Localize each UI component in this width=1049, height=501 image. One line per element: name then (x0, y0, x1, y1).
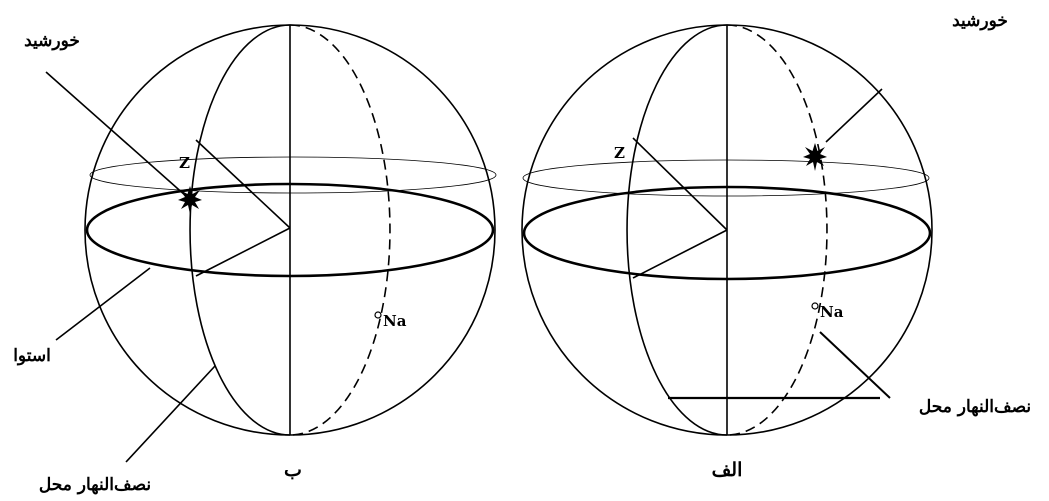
zenith-label-b: Z (179, 154, 190, 172)
sun-leader-line-a (825, 88, 883, 143)
sun-path-circle-b (89, 156, 497, 194)
meridian-back-arc-b (289, 24, 391, 436)
meridian-leader-line-a (819, 331, 891, 399)
meridian-label-b: نصف‌النهار محل (39, 475, 151, 495)
meridian-back-arc-a (726, 24, 828, 436)
lower-line-a (632, 229, 728, 279)
caption-a: الف (712, 459, 743, 481)
nadir-label-b: Na (383, 312, 407, 330)
meridian-leader-line-b (125, 365, 216, 463)
sun-star-icon-b (178, 186, 202, 214)
meridian-front-arc-a (626, 24, 728, 436)
sphere-diagram-b (45, 24, 497, 463)
sun-label-b: خورشید (24, 31, 80, 51)
sun-path-circle-a (522, 159, 930, 197)
sun-star-icon-a (803, 143, 827, 171)
zenith-line-b (195, 139, 291, 229)
sphere-diagram-a (521, 24, 933, 436)
lower-line-b (195, 227, 291, 277)
nadir-label-a: Na (820, 303, 844, 321)
zenith-label-a: Z (614, 144, 625, 162)
equator-leader-line-b (55, 267, 151, 341)
nadir-point-a (811, 302, 819, 310)
nadir-point-b (374, 311, 382, 319)
sun-label-a: خورشید (952, 11, 1008, 31)
caption-b: ب (284, 459, 302, 481)
zenith-line-a (632, 137, 728, 231)
meridian-label-a: نصف‌النهار محل (919, 397, 1031, 417)
equator-label-b: استوا (13, 346, 51, 366)
meridian-front-arc-b (189, 24, 291, 436)
sun-leader-line-b (45, 71, 187, 197)
